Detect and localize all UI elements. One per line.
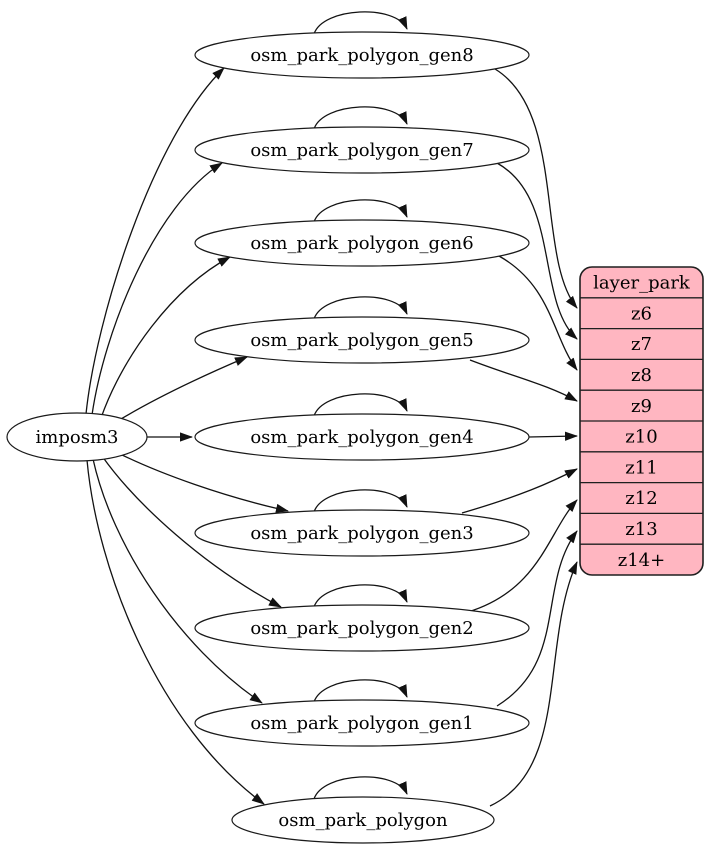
layer-row-label-z14+: z14+ (618, 550, 665, 571)
node-osm_park_polygon_gen3: osm_park_polygon_gen3 (194, 509, 530, 557)
self-loop-osm_park_polygon_gen3 (313, 489, 408, 513)
edge-osm_park_polygon_gen6-to-z8 (498, 255, 578, 371)
node-ellipse-imposm3 (6, 412, 148, 462)
edges-layer (85, 11, 578, 807)
edge-osm_park_polygon_gen3-to-z11 (461, 468, 578, 514)
node-label-osm_park_polygon_gen8: osm_park_polygon_gen8 (250, 45, 473, 66)
layer-row-z13: z13 (625, 519, 657, 540)
layer-row-label-z8: z8 (631, 365, 652, 386)
node-label-osm_park_polygon_gen1: osm_park_polygon_gen1 (250, 713, 473, 734)
layer-row-z10: z10 (625, 427, 657, 448)
edge-imposm3-to-osm_park_polygon_gen5 (115, 356, 248, 423)
node-osm_park_polygon_gen2: osm_park_polygon_gen2 (194, 604, 530, 652)
node-ellipse-osm_park_polygon_gen7 (194, 126, 530, 174)
self-loop-osm_park_polygon_gen6 (313, 199, 408, 223)
layer-row-z12: z12 (625, 488, 657, 509)
self-loop-osm_park_polygon_gen8 (313, 11, 408, 35)
node-label-osm_park_polygon_gen3: osm_park_polygon_gen3 (250, 523, 473, 544)
layer-row-z8: z8 (631, 365, 652, 386)
edge-imposm3-to-osm_park_polygon_gen6 (100, 256, 231, 419)
node-ellipse-osm_park_polygon_gen8 (194, 31, 530, 79)
node-ellipse-osm_park_polygon_gen6 (194, 219, 530, 267)
self-loop-osm_park_polygon_gen1 (313, 679, 408, 703)
self-loop-osm_park_polygon_gen4 (313, 393, 408, 417)
edge-osm_park_polygon_gen5-to-z9 (469, 359, 578, 402)
layer-row-label-z9: z9 (631, 396, 652, 417)
node-osm_park_polygon_gen1: osm_park_polygon_gen1 (194, 699, 530, 747)
layer-row-label-z13: z13 (625, 519, 657, 540)
edge-osm_park_polygon-to-z14+ (489, 561, 578, 807)
node-osm_park_polygon_gen6: osm_park_polygon_gen6 (194, 219, 530, 267)
layer-row-z9: z9 (631, 396, 652, 417)
edge-osm_park_polygon_gen2-to-z12 (467, 499, 578, 613)
node-label-osm_park_polygon_gen5: osm_park_polygon_gen5 (250, 330, 473, 351)
node-ellipse-osm_park_polygon_gen4 (194, 413, 530, 461)
layer-park-title: layer_park (593, 273, 691, 294)
node-label-osm_park_polygon: osm_park_polygon (278, 810, 448, 831)
self-loop-osm_park_polygon_gen2 (313, 584, 408, 608)
node-osm_park_polygon_gen8: osm_park_polygon_gen8 (194, 31, 530, 79)
node-ellipse-osm_park_polygon (231, 796, 495, 844)
layer-row-z11: z11 (625, 457, 657, 478)
edge-osm_park_polygon_gen7-to-z7 (496, 162, 578, 340)
layer-row-label-z7: z7 (631, 334, 652, 355)
node-ellipse-osm_park_polygon_gen1 (194, 699, 530, 747)
self-loop-osm_park_polygon_gen5 (313, 296, 408, 320)
layer-row-label-z6: z6 (631, 303, 652, 324)
layer-park-table: layer_park z6 z7 z8 z9 z10 z11 z12 z13 z14+ (579, 266, 704, 576)
layer-row-label-z12: z12 (625, 488, 657, 509)
edge-imposm3-to-osm_park_polygon_gen8 (85, 67, 225, 415)
node-label-imposm3: imposm3 (36, 427, 119, 448)
edge-imposm3-to-osm_park_polygon (86, 459, 265, 805)
node-osm_park_polygon_gen4: osm_park_polygon_gen4 (194, 413, 530, 461)
edge-imposm3-to-osm_park_polygon_gen1 (92, 458, 263, 704)
edge-osm_park_polygon_gen8-to-z6 (494, 68, 578, 309)
node-label-osm_park_polygon_gen6: osm_park_polygon_gen6 (250, 233, 473, 254)
edge-imposm3-to-osm_park_polygon_gen2 (101, 455, 282, 608)
node-ellipse-osm_park_polygon_gen3 (194, 509, 530, 557)
edge-imposm3-to-osm_park_polygon_gen7 (91, 162, 223, 416)
nodes-layer: imposm3 osm_park_polygon_gen8 osm_park_pol… (6, 31, 530, 844)
edge-osm_park_polygon_gen1-to-z13 (496, 530, 578, 707)
layer-row-z6: z6 (631, 303, 652, 324)
node-imposm3: imposm3 (6, 412, 148, 462)
node-ellipse-osm_park_polygon_gen2 (194, 604, 530, 652)
layer-row-z14+: z14+ (618, 550, 665, 571)
node-label-osm_park_polygon_gen2: osm_park_polygon_gen2 (250, 618, 473, 639)
node-label-osm_park_polygon_gen7: osm_park_polygon_gen7 (250, 140, 473, 161)
self-loop-osm_park_polygon_gen7 (313, 106, 408, 130)
layer-row-z7: z7 (631, 334, 652, 355)
edge-osm_park_polygon_gen4-to-z10 (528, 431, 578, 441)
edge-imposm3-to-osm_park_polygon_gen3 (115, 451, 289, 513)
self-loop-osm_park_polygon (313, 776, 408, 800)
node-ellipse-osm_park_polygon_gen5 (194, 316, 530, 364)
node-osm_park_polygon_gen5: osm_park_polygon_gen5 (194, 316, 530, 364)
node-osm_park_polygon_gen7: osm_park_polygon_gen7 (194, 126, 530, 174)
layer-row-label-z11: z11 (625, 457, 657, 478)
node-label-osm_park_polygon_gen4: osm_park_polygon_gen4 (250, 427, 473, 448)
node-osm_park_polygon: osm_park_polygon (231, 796, 495, 844)
layer-row-label-z10: z10 (625, 427, 657, 448)
